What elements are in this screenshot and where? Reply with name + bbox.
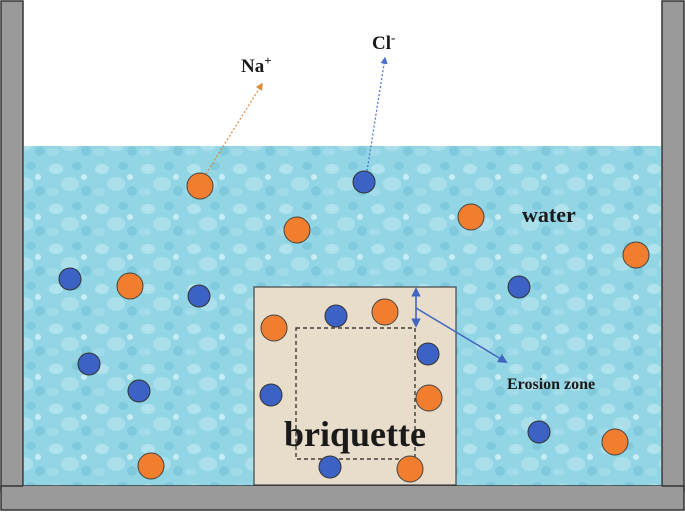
chloride-ion xyxy=(77,352,101,376)
briquette-label: briquette xyxy=(284,414,426,454)
sodium-charge: + xyxy=(264,53,271,68)
sodium-ion xyxy=(137,452,165,480)
sodium-ion xyxy=(186,172,214,200)
chloride-ion xyxy=(527,420,551,444)
sodium-ion xyxy=(622,241,650,269)
chloride-ion xyxy=(352,170,376,194)
sodium-ion xyxy=(457,203,485,231)
chloride-ion xyxy=(58,267,82,291)
container-inner-fill xyxy=(23,486,662,489)
sodium-ion xyxy=(601,428,629,456)
erosion-boundary xyxy=(295,327,416,460)
sodium-ion xyxy=(415,384,443,412)
chloride-charge: - xyxy=(391,30,395,45)
erosion-zone-label: Erosion zone xyxy=(507,376,595,393)
chloride-ion xyxy=(507,275,531,299)
chloride-ion xyxy=(187,284,211,308)
briquette-block xyxy=(253,286,457,486)
container-right-wall xyxy=(661,0,685,492)
erosion-pointer-arrow xyxy=(415,307,508,363)
chloride-ion xyxy=(416,342,440,366)
container-left-wall xyxy=(0,0,24,492)
chloride-arrow xyxy=(366,56,388,172)
container-bottom xyxy=(0,485,685,511)
sodium-ion xyxy=(371,298,399,326)
sodium-ion xyxy=(116,272,144,300)
water-label: water xyxy=(522,202,576,227)
sodium-arrow xyxy=(205,82,263,175)
chloride-ion xyxy=(127,379,151,403)
sodium-ion xyxy=(260,314,288,342)
sodium-ion xyxy=(283,216,311,244)
chloride-ion xyxy=(318,455,342,479)
chloride-ion xyxy=(259,383,283,407)
ions xyxy=(58,170,650,483)
chloride-label: Cl- xyxy=(372,30,395,54)
sodium-label: Na+ xyxy=(241,53,272,77)
chloride-ion xyxy=(324,304,348,328)
sodium-ion xyxy=(396,455,424,483)
